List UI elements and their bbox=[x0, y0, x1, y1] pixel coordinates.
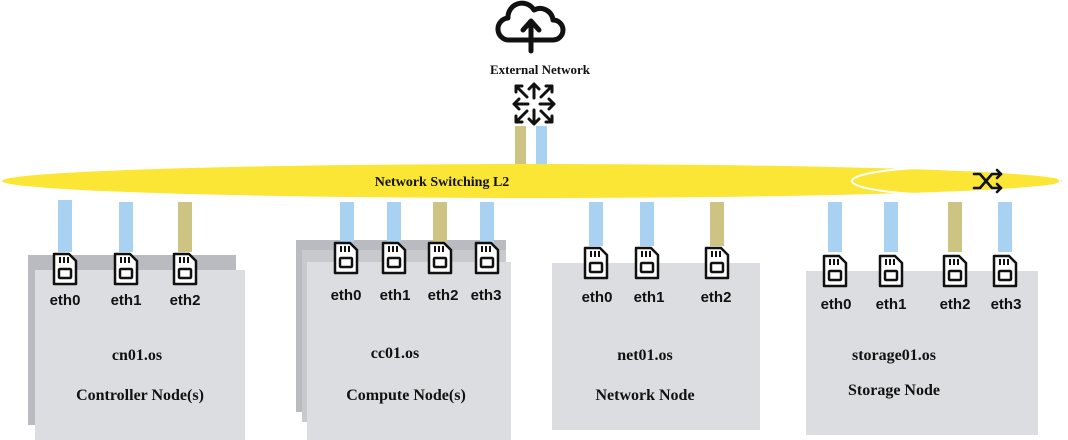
node-card bbox=[307, 262, 511, 440]
network-card-icon bbox=[427, 241, 453, 275]
port-link bbox=[998, 202, 1012, 252]
node-card bbox=[806, 271, 1038, 435]
network-card-icon bbox=[52, 252, 78, 286]
network-card-icon bbox=[333, 241, 359, 275]
port-link bbox=[828, 202, 842, 252]
network-switch-bar bbox=[2, 164, 1062, 198]
port-label: eth1 bbox=[111, 292, 142, 309]
router-arrows-icon bbox=[512, 82, 556, 126]
external-network-label: External Network bbox=[490, 62, 591, 77]
port-label: eth0 bbox=[821, 296, 852, 313]
network-switch-label: Network Switching L2 bbox=[375, 175, 510, 190]
uplink-external bbox=[515, 100, 526, 166]
port-link bbox=[589, 202, 603, 246]
node-storage bbox=[806, 271, 1038, 435]
port-label: eth0 bbox=[50, 292, 81, 309]
node-card bbox=[552, 263, 760, 430]
port-link bbox=[387, 202, 401, 242]
network-card-icon bbox=[474, 241, 500, 275]
node-hostname: net01.os bbox=[617, 347, 673, 364]
network-card-icon bbox=[113, 252, 139, 286]
network-card-icon bbox=[878, 254, 904, 288]
network-card-icon bbox=[583, 246, 609, 280]
port-label: eth2 bbox=[170, 292, 201, 309]
switch-highlight bbox=[851, 166, 1061, 196]
node-hostname: cn01.os bbox=[112, 347, 162, 364]
network-card-icon bbox=[822, 254, 848, 288]
network-card-icon bbox=[381, 241, 407, 275]
network-card-icon bbox=[634, 246, 660, 280]
port-label: eth1 bbox=[876, 296, 907, 313]
port-label: eth1 bbox=[634, 289, 665, 306]
port-link bbox=[948, 202, 962, 252]
node-compute bbox=[296, 240, 511, 440]
port-label: eth2 bbox=[701, 289, 732, 306]
port-link bbox=[58, 200, 72, 252]
node-network bbox=[552, 263, 760, 430]
uplink-management bbox=[536, 100, 547, 166]
port-link bbox=[340, 202, 354, 242]
port-label: eth0 bbox=[331, 287, 362, 304]
node-hostname: cc01.os bbox=[371, 345, 419, 362]
network-card-icon bbox=[704, 246, 730, 280]
port-link bbox=[119, 202, 133, 252]
node-hostname: storage01.os bbox=[852, 347, 936, 364]
port-link bbox=[480, 202, 494, 242]
port-label: eth2 bbox=[428, 287, 459, 304]
node-card bbox=[35, 270, 245, 440]
port-label: eth3 bbox=[471, 287, 502, 304]
port-link bbox=[433, 202, 447, 242]
shuffle-icon bbox=[972, 168, 1003, 194]
node-role: Compute Node(s) bbox=[346, 387, 466, 404]
port-link bbox=[710, 202, 724, 246]
node-role: Storage Node bbox=[848, 382, 940, 399]
cloud-upload-icon bbox=[495, 0, 566, 54]
network-card-icon bbox=[942, 254, 968, 288]
network-card-icon bbox=[172, 252, 198, 286]
network-card-icon bbox=[992, 254, 1018, 288]
port-label: eth1 bbox=[380, 287, 411, 304]
node-controller bbox=[28, 255, 245, 440]
node-role: Network Node bbox=[595, 387, 694, 404]
port-label: eth2 bbox=[940, 296, 971, 313]
port-label: eth3 bbox=[991, 296, 1022, 313]
node-role: Controller Node(s) bbox=[76, 387, 204, 404]
port-link bbox=[640, 202, 654, 246]
port-link bbox=[884, 202, 898, 252]
port-link bbox=[178, 202, 192, 252]
port-label: eth0 bbox=[582, 289, 613, 306]
